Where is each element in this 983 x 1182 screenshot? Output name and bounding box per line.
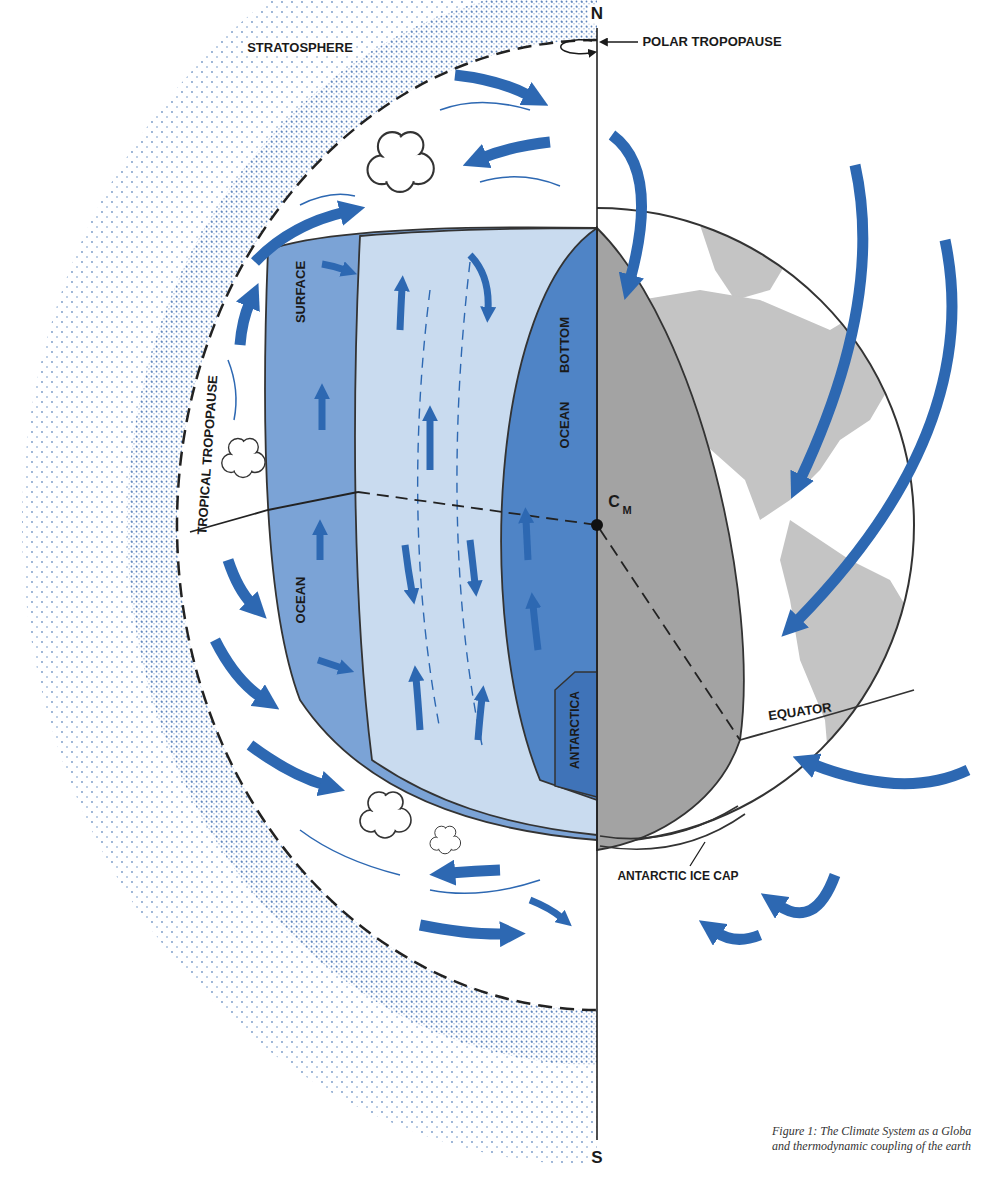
ocean-current-arrow (530, 900, 562, 918)
circulation-arrow (482, 142, 550, 158)
cloud-puff (439, 842, 450, 853)
ocean-current-arrow (319, 396, 326, 430)
cloud-puff (388, 165, 412, 189)
air-streamline (430, 880, 540, 893)
layer-label: TROPICAL TROPOPAUSE (195, 375, 220, 535)
circulation-arrow (800, 165, 863, 480)
ocean-label: OCEAN (294, 577, 308, 624)
circulation-arrow (612, 135, 642, 280)
ocean-label: OCEAN (558, 402, 572, 449)
cloud (368, 132, 434, 192)
circulation-arrow (796, 240, 952, 622)
air-streamline (440, 103, 530, 111)
tropopause-line (177, 40, 597, 1010)
ocean-current-arrow (405, 545, 412, 592)
equator-plane (358, 492, 740, 740)
circulation-arrow (450, 870, 500, 873)
stipple-inner (127, 0, 597, 1065)
surface-ocean (265, 227, 597, 840)
circulation-arrow (778, 875, 835, 913)
center-label: C (608, 493, 620, 511)
ocean-current-arrow (427, 418, 434, 470)
center-subscript: M (622, 504, 631, 516)
ocean-dashes (418, 290, 440, 730)
circulation-arrow (812, 764, 968, 784)
equator-line (190, 492, 358, 532)
circulation-arrow (228, 560, 252, 604)
cloud-puff (376, 818, 395, 837)
circulation-arrow (255, 212, 345, 262)
ocean-current-arrow (526, 520, 528, 560)
circulation-arrow (240, 302, 250, 345)
region-label: ANTARCTICA (569, 691, 582, 769)
circulation-arrow (250, 745, 325, 785)
ocean-current-arrow (318, 660, 342, 668)
stipple-outer (22, 0, 597, 1165)
ocean-current-arrow (400, 288, 402, 330)
earth-section (597, 228, 744, 850)
circulation-arrow (716, 932, 760, 939)
ice-cap-leader (690, 842, 705, 866)
troposphere (177, 40, 597, 1010)
antarctica (555, 672, 597, 797)
layer-label: STRATOSPHERE (244, 41, 356, 55)
cloud-puff (445, 827, 455, 837)
ice-cap (600, 806, 738, 839)
air-streamline (480, 177, 560, 186)
cloud-puff (235, 460, 251, 476)
ocean-current-arrow (322, 264, 345, 270)
ocean-label: SURFACE (294, 261, 308, 323)
deep-ocean (355, 228, 597, 835)
air-streamline (300, 194, 355, 205)
layer-label: POLAR TROPOPAUSE (642, 35, 781, 49)
circulation-arrow (215, 640, 262, 698)
circulation-arrow (420, 925, 505, 934)
ice-cap (600, 814, 745, 849)
pole-label: N (588, 5, 606, 24)
air-streamline (300, 830, 400, 875)
ocean-current-arrow (416, 678, 420, 730)
ocean-current-arrow (533, 605, 538, 650)
callout-label: ANTARCTIC ICE CAP (617, 870, 738, 883)
ocean-current-arrow (478, 698, 482, 740)
tropopause-pointer (606, 41, 638, 43)
ocean-current-arrow (470, 540, 475, 584)
ocean-current-arrow (317, 532, 324, 560)
ocean-label: BOTTOM (558, 317, 572, 373)
ocean-dashes (457, 262, 482, 745)
cloud-puff (243, 440, 257, 454)
ocean-current-arrow (470, 255, 488, 310)
equator-line (740, 690, 914, 740)
rotation-axis (596, 28, 598, 1140)
cloud-puff (399, 134, 421, 156)
cloud (430, 826, 461, 854)
stratosphere-curl (561, 40, 592, 54)
circulation-arrow (455, 75, 530, 96)
center-of-mass (591, 519, 603, 531)
figure-caption: Figure 1: The Climate System as a Globa … (772, 1124, 977, 1154)
pole-label: S (588, 1149, 605, 1168)
cloud (360, 792, 411, 838)
cloud (222, 438, 265, 477)
equator-label: EQUATOR (767, 700, 832, 723)
air-streamline (228, 360, 236, 420)
cloud-puff (385, 794, 402, 811)
